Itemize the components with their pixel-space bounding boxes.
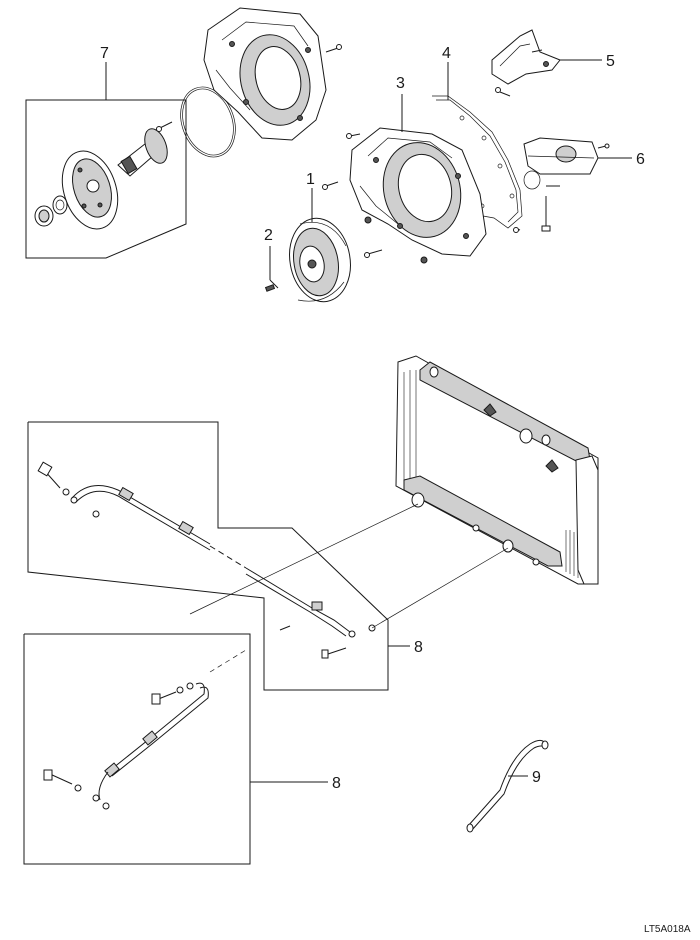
callout-2: 2 — [264, 227, 273, 244]
callout-1: 1 — [306, 171, 315, 188]
cooler-line-inset-upper — [27, 421, 509, 691]
transmission-housing-rear — [203, 7, 342, 141]
callout-8-lower: 8 — [332, 775, 341, 792]
hose — [466, 739, 549, 833]
callout-4: 4 — [442, 45, 451, 62]
figure-code: LT5A018A — [644, 924, 691, 935]
torque-converter — [289, 188, 351, 303]
oil-pump-inset — [25, 62, 187, 259]
callout-6: 6 — [636, 151, 645, 168]
o-ring — [180, 86, 236, 158]
callout-5: 5 — [606, 53, 615, 70]
radiator — [395, 355, 599, 585]
cooler-line-inset-lower — [23, 633, 328, 865]
callout-3: 3 — [396, 75, 405, 92]
bolt — [264, 246, 279, 292]
callout-7: 7 — [100, 45, 109, 62]
oil-filter — [523, 137, 632, 232]
seal-ring — [523, 170, 541, 190]
transmission-housing — [322, 94, 487, 264]
callout-9: 9 — [532, 769, 541, 786]
callout-8-upper: 8 — [414, 639, 423, 656]
bracket — [491, 29, 602, 97]
